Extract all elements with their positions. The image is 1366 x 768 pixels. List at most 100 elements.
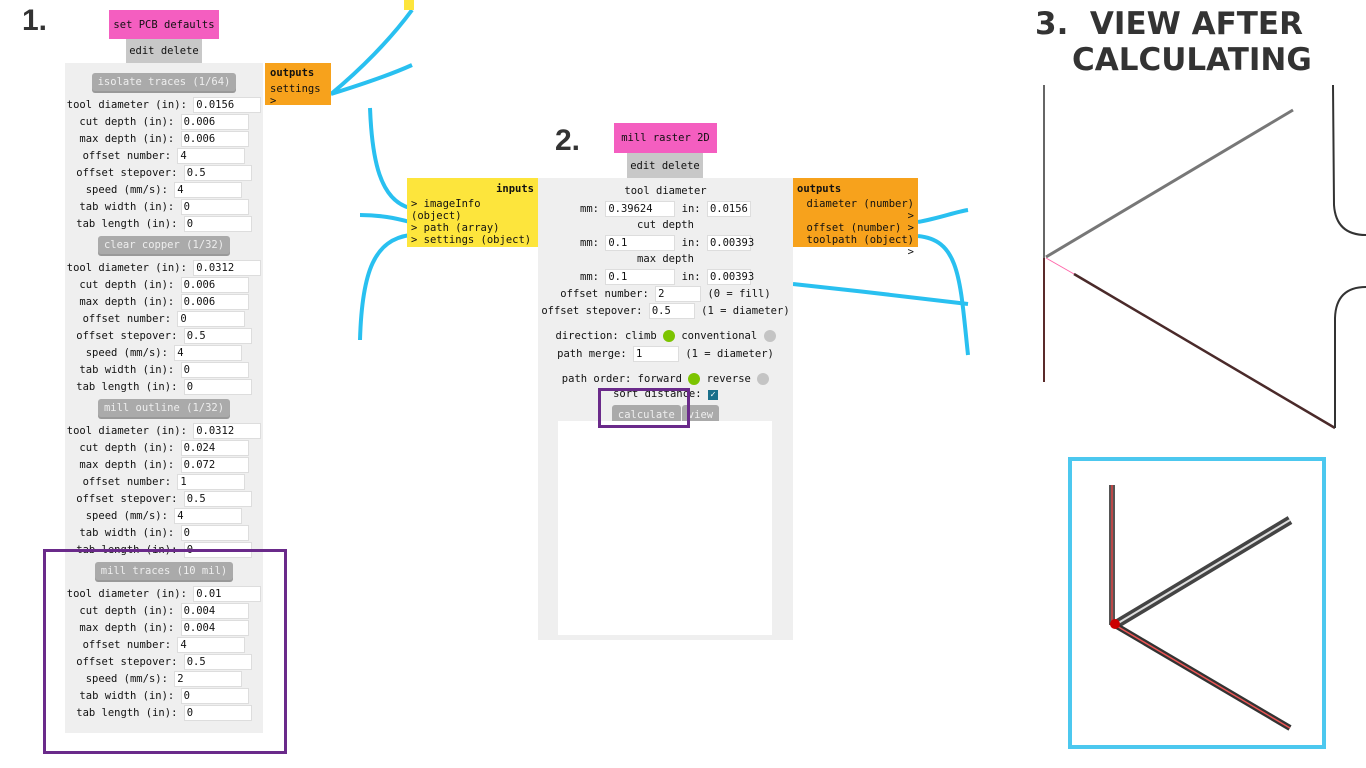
forward-radio[interactable] bbox=[688, 373, 701, 385]
max-depth-mm-input[interactable]: 0.1 bbox=[605, 269, 676, 285]
field-input[interactable]: 4 bbox=[177, 148, 246, 164]
field-input[interactable]: 0.004 bbox=[180, 620, 249, 636]
climb-radio[interactable] bbox=[662, 330, 675, 342]
cut-depth-mm-input[interactable]: 0.1 bbox=[605, 235, 676, 251]
input-settings[interactable]: > settings (object) bbox=[411, 234, 532, 246]
field-input[interactable]: 0.006 bbox=[180, 114, 249, 130]
field-row: max depth (in): 0.006 bbox=[65, 131, 263, 148]
field-input[interactable]: 0.0312 bbox=[193, 423, 262, 439]
field-label: tab length (in): bbox=[76, 381, 178, 393]
mm-label: mm: bbox=[580, 271, 599, 283]
field-input[interactable]: 0 bbox=[180, 199, 249, 215]
field-row: speed (mm/s): 4 bbox=[65, 182, 263, 199]
offset-stepover-hint: (1 = diameter) bbox=[701, 305, 790, 317]
field-label: max depth (in): bbox=[79, 296, 175, 308]
field-input[interactable]: 0.01 bbox=[193, 586, 262, 602]
step-3-line2: CALCULATING bbox=[1072, 42, 1312, 78]
section-button[interactable]: isolate traces (1/64) bbox=[91, 73, 237, 91]
field-row: cut depth (in): 0.006 bbox=[65, 277, 263, 294]
sort-distance-checkbox[interactable]: ✓ bbox=[707, 390, 718, 400]
field-input[interactable]: 0 bbox=[183, 216, 252, 232]
field-input[interactable]: 0 bbox=[180, 525, 249, 541]
field-label: cut depth (in): bbox=[79, 116, 175, 128]
wire bbox=[917, 208, 969, 224]
path-order-label: path order: bbox=[561, 373, 632, 385]
edit-delete-button[interactable]: edit delete bbox=[126, 39, 202, 63]
settings-panel: isolate traces (1/64) tool diameter (in):… bbox=[65, 63, 263, 733]
field-input[interactable]: 0 bbox=[183, 705, 252, 721]
section-button[interactable]: mill outline (1/32) bbox=[97, 399, 231, 417]
conventional-radio[interactable] bbox=[763, 330, 776, 342]
field-row: cut depth (in): 0.004 bbox=[65, 603, 263, 620]
field-input[interactable]: 0.024 bbox=[180, 440, 249, 456]
field-label: tab width (in): bbox=[79, 690, 175, 702]
field-row: speed (mm/s): 2 bbox=[65, 671, 263, 688]
tool-diameter-in-input[interactable]: 0.0156 bbox=[706, 201, 751, 217]
field-label: tab width (in): bbox=[79, 201, 175, 213]
field-input[interactable]: 0.006 bbox=[180, 131, 249, 147]
offset-number-input[interactable]: 2 bbox=[655, 286, 702, 302]
field-row: offset stepover: 0.5 bbox=[65, 328, 263, 345]
field-row: tab width (in): 0 bbox=[65, 362, 263, 379]
preview-area bbox=[558, 421, 772, 635]
field-input[interactable]: 0.5 bbox=[183, 165, 252, 181]
input-imageinfo[interactable]: > imageInfo (object) bbox=[411, 198, 481, 222]
output-settings[interactable]: settings > bbox=[270, 83, 321, 107]
node-title[interactable]: set PCB defaults bbox=[109, 10, 219, 39]
input-path[interactable]: > path (array) bbox=[411, 222, 500, 234]
field-input[interactable]: 0.072 bbox=[180, 457, 249, 473]
field-input[interactable]: 2 bbox=[174, 671, 243, 687]
wire bbox=[792, 282, 969, 306]
field-input[interactable]: 4 bbox=[177, 637, 246, 653]
field-input[interactable]: 0 bbox=[183, 379, 252, 395]
offset-stepover-input[interactable]: 0.5 bbox=[648, 303, 695, 319]
field-row: tool diameter (in): 0.01 bbox=[65, 586, 263, 603]
field-row: tab width (in): 0 bbox=[65, 688, 263, 705]
edit-delete-button[interactable]: edit delete bbox=[627, 153, 703, 178]
field-input[interactable]: 4 bbox=[174, 345, 243, 361]
field-input[interactable]: 0.0156 bbox=[193, 97, 262, 113]
field-input[interactable]: 0.0312 bbox=[193, 260, 262, 276]
field-label: cut depth (in): bbox=[79, 605, 175, 617]
mm-label: mm: bbox=[580, 203, 599, 215]
field-input[interactable]: 0.5 bbox=[183, 328, 252, 344]
path-merge-input[interactable]: 1 bbox=[633, 346, 680, 362]
field-input[interactable]: 0.5 bbox=[183, 491, 252, 507]
field-input[interactable]: 0.006 bbox=[180, 294, 249, 310]
field-label: speed (mm/s): bbox=[85, 673, 168, 685]
field-input[interactable]: 0.004 bbox=[180, 603, 249, 619]
field-label: max depth (in): bbox=[79, 622, 175, 634]
section-button[interactable]: clear copper (1/32) bbox=[97, 236, 231, 254]
output-diameter[interactable]: diameter (number) > bbox=[806, 198, 914, 222]
field-row: tab length (in): 0 bbox=[65, 379, 263, 396]
field-input[interactable]: 0 bbox=[180, 688, 249, 704]
tool-diameter-mm-input[interactable]: 0.39624 bbox=[605, 201, 676, 217]
in-label: in: bbox=[681, 203, 701, 215]
field-input[interactable]: 0.5 bbox=[183, 654, 252, 670]
wire bbox=[358, 233, 411, 341]
step-3-label: 3. VIEW AFTER CALCULATING bbox=[1035, 6, 1312, 78]
output-toolpath[interactable]: toolpath (object) > bbox=[806, 234, 914, 258]
step-2-label: 2. bbox=[555, 124, 581, 157]
view-button[interactable]: view bbox=[681, 405, 720, 426]
field-label: tool diameter (in): bbox=[66, 262, 187, 274]
field-input[interactable]: 0.006 bbox=[180, 277, 249, 293]
field-label: offset number: bbox=[82, 476, 172, 488]
max-depth-in-input[interactable]: 0.00393 bbox=[706, 269, 754, 285]
field-row: tool diameter (in): 0.0156 bbox=[65, 97, 263, 114]
calculate-button[interactable]: calculate bbox=[611, 405, 681, 426]
field-label: tab width (in): bbox=[79, 527, 175, 539]
reverse-radio[interactable] bbox=[757, 373, 770, 385]
output-offset[interactable]: offset (number) > bbox=[806, 222, 914, 234]
step-1-label: 1. bbox=[22, 4, 48, 37]
cut-depth-in-input[interactable]: 0.00393 bbox=[706, 235, 754, 251]
offset-stepover-label: offset stepover: bbox=[541, 305, 643, 317]
node-title[interactable]: mill raster 2D bbox=[614, 123, 717, 153]
field-input[interactable]: 0 bbox=[180, 362, 249, 378]
field-input[interactable]: 0 bbox=[177, 311, 246, 327]
field-input[interactable]: 1 bbox=[177, 474, 246, 490]
field-input[interactable]: 4 bbox=[174, 182, 243, 198]
field-input[interactable]: 4 bbox=[174, 508, 243, 524]
field-row: tool diameter (in): 0.0312 bbox=[65, 260, 263, 277]
section-button[interactable]: mill traces (10 mil) bbox=[94, 562, 234, 580]
